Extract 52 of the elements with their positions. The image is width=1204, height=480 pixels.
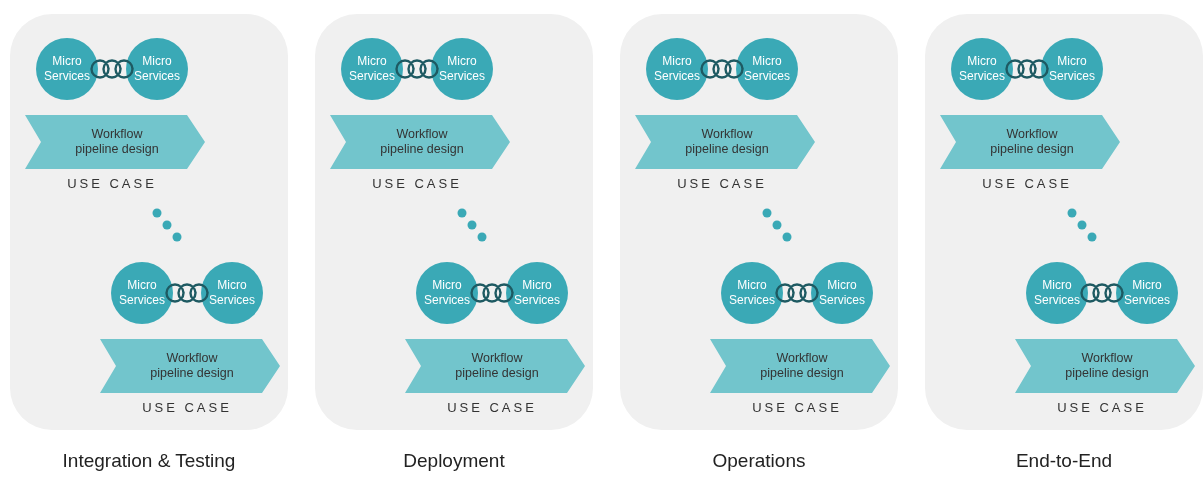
circle-label: Micro Services [208,278,256,308]
circle-label: Micro Services [1123,278,1171,308]
use-case-label: USE CASE [371,176,463,191]
chain-link-connector [1080,283,1124,303]
use-case-label: USE CASE [141,400,233,415]
circle-label: Micro Services [348,54,396,84]
chain-link-connector [775,283,819,303]
circle-label: Micro Services [43,54,91,84]
chevron-label: Workflow pipeline design [759,351,845,381]
chain-link-connector [165,283,209,303]
panel-heading: Deployment [402,450,506,472]
chevron-arrow [635,115,815,169]
use-case-label: USE CASE [446,400,538,415]
chevron-label: Workflow pipeline design [74,127,160,157]
panel-heading: Operations [711,450,807,472]
chain-link-connector [470,283,514,303]
circle-label: Micro Services [438,54,486,84]
circle-label: Micro Services [958,54,1006,84]
circle-label: Micro Services [513,278,561,308]
circle-label: Micro Services [653,54,701,84]
chevron-label: Workflow pipeline design [1064,351,1150,381]
use-case-label: USE CASE [751,400,843,415]
chevron-label: Workflow pipeline design [684,127,770,157]
chain-link-connector [90,59,134,79]
chevron-label: Workflow pipeline design [149,351,235,381]
chain-link-connector [700,59,744,79]
panel-heading: Integration & Testing [61,450,237,472]
chevron-arrow [1015,339,1195,393]
chevron-label: Workflow pipeline design [989,127,1075,157]
chevron-arrow [710,339,890,393]
chevron-label: Workflow pipeline design [379,127,465,157]
use-case-label: USE CASE [981,176,1073,191]
chevron-arrow [940,115,1120,169]
use-case-label: USE CASE [1056,400,1148,415]
circle-label: Micro Services [818,278,866,308]
circle-label: Micro Services [133,54,181,84]
chevron-arrow [405,339,585,393]
chevron-arrow [100,339,280,393]
use-case-label: USE CASE [676,176,768,191]
circle-label: Micro Services [1048,54,1096,84]
chain-link-connector [395,59,439,79]
chain-link-connector [1005,59,1049,79]
circle-label: Micro Services [743,54,791,84]
circle-label: Micro Services [1033,278,1081,308]
circle-label: Micro Services [118,278,166,308]
circle-label: Micro Services [423,278,471,308]
circle-label: Micro Services [728,278,776,308]
chevron-arrow [330,115,510,169]
chevron-arrow [25,115,205,169]
chevron-label: Workflow pipeline design [454,351,540,381]
panel-heading: End-to-End [1014,450,1114,472]
use-case-label: USE CASE [66,176,158,191]
